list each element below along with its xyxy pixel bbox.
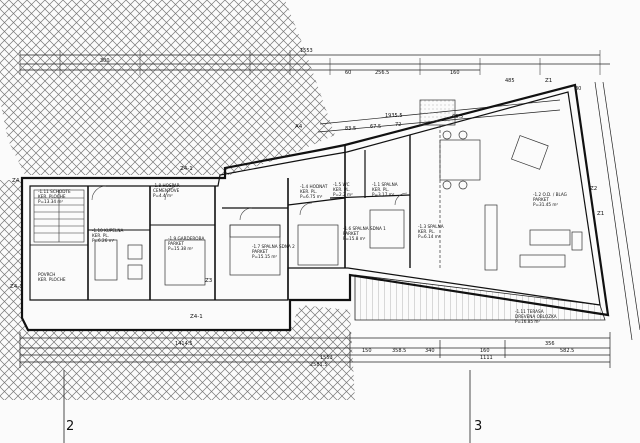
dim-top-10: 63.5 — [452, 114, 463, 120]
room-2-sub: CEMENTOVE — [153, 188, 180, 193]
room-5-sub: KER. PL. — [300, 189, 317, 194]
dim-bottom-0: 1414.5 — [175, 341, 193, 347]
dim-bottom-1: 1553 — [320, 355, 333, 361]
dim-top-5: 160 — [450, 70, 460, 76]
tag-3: Z4-1 — [10, 284, 23, 290]
door-swings — [91, 185, 408, 221]
room-7-sub: PARKET — [343, 231, 359, 236]
terrain-hatch — [0, 0, 355, 400]
room-6-sub: KER. PL. — [333, 187, 350, 192]
room-0-sub: KER. PLOCHE — [38, 194, 66, 199]
room-0-code: -1.11 SCHODTE — [38, 189, 71, 194]
tag-1: Z4-1 — [190, 314, 203, 320]
room-9-area: P=6.14 m² — [418, 234, 441, 239]
room-11-area: P=16.85 m² — [515, 319, 540, 324]
dim-top-8: 67.5 — [370, 124, 381, 130]
building-walls — [20, 83, 610, 332]
dim-bottom-2: 150 — [362, 348, 372, 354]
staircase — [33, 189, 85, 243]
room-10-area: P=31.45 m² — [533, 202, 558, 207]
room-11-sub: DREVENA OBLOZKA — [515, 314, 557, 319]
room-4-code: -1.7 SPALNA SDNA 2 — [252, 244, 295, 249]
room-0-area: P=13.34 m² — [38, 199, 63, 204]
grid-axes — [63, 370, 471, 443]
tag-5: Z2 — [590, 186, 597, 192]
room-5-area: P=6.75 m² — [300, 194, 323, 199]
room-12-sub: KER. PLOCHE — [38, 277, 66, 282]
room-1-code: -1.10 KUPELNA — [92, 228, 124, 233]
dim-top-3: 60 — [345, 70, 351, 76]
room-10-sub: PARKET — [533, 197, 549, 202]
dim-top-0: 1553 — [300, 48, 313, 54]
dim-top-11: 30 — [575, 86, 581, 92]
dim-bottom-6: 582.5 — [560, 348, 574, 354]
dim-bottom-4: 340 — [425, 348, 435, 354]
room-8-sub: KER. PL. — [372, 187, 389, 192]
room-3-code: -1.9 GARDEROBA — [168, 236, 204, 241]
tag-0: Z4-1 — [180, 166, 193, 172]
room-1-area: P=6.26 m² — [92, 238, 115, 243]
room-9-code: -1.3 SPALNA — [418, 224, 444, 229]
room-5-code: -1.4 HODNAT — [300, 184, 328, 189]
dim-top-6: 485 — [505, 78, 515, 84]
room-1-sub: KER. PL. — [92, 233, 109, 238]
room-4-sub: PARKET — [252, 249, 268, 254]
top-dimension-lines — [19, 50, 610, 133]
dim-bottom-9: 356 — [545, 341, 555, 347]
room-3-area: P=15.38 m² — [168, 246, 193, 251]
furniture — [94, 99, 583, 286]
room-7-code: -1.6 SPALNA SDNA 1 — [343, 226, 386, 231]
right-dimension-lines — [594, 81, 640, 341]
dim-top-1: 1935.5 — [385, 113, 403, 119]
room-12-code: POVRCH — [38, 272, 55, 277]
room-2-code: -1.8 HOSPAR — [153, 183, 180, 188]
room-6-code: -1.5 WC — [333, 182, 350, 187]
tag-2: Z3 — [205, 278, 213, 284]
room-9-sub: KER. PL. — [418, 229, 435, 234]
dim-bottom-7: 1111 — [480, 355, 493, 361]
section-number-2: 2 — [66, 419, 74, 434]
room-2-area: P=4.4 m² — [153, 193, 173, 198]
tag-6: Z1 — [597, 211, 604, 217]
dim-bottom-3: 358.5 — [392, 348, 406, 354]
section-number-3: 3 — [474, 419, 482, 434]
tag-4: Z1 — [545, 78, 552, 84]
bottom-dimension-lines — [19, 332, 611, 368]
room-11-code: -1.11 TERASA — [515, 309, 544, 314]
room-3-sub: PARKET — [168, 241, 184, 246]
dim-top-2: 300 — [100, 58, 110, 64]
room-8-area: P=3.17 m² — [372, 192, 395, 197]
dim-bottom-8: 2581.5 — [310, 362, 328, 368]
dim-top-7: 83.5 — [345, 126, 356, 132]
room-6-area: P=2.2 m² — [333, 192, 353, 197]
tag-8: A4 — [295, 124, 303, 130]
dim-top-4: 256.5 — [375, 70, 389, 76]
room-8-code: -1.1 SPALNA — [372, 182, 398, 187]
room-4-area: P=15.15 m² — [252, 254, 277, 259]
dim-top-9: 72 — [395, 122, 401, 128]
room-7-area: P=15.8 m² — [343, 236, 366, 241]
tag-7: Z4 — [12, 178, 20, 184]
dim-bottom-5: 160 — [480, 348, 490, 354]
room-10-code: -1.2 O.D. / BLAG — [533, 192, 567, 197]
